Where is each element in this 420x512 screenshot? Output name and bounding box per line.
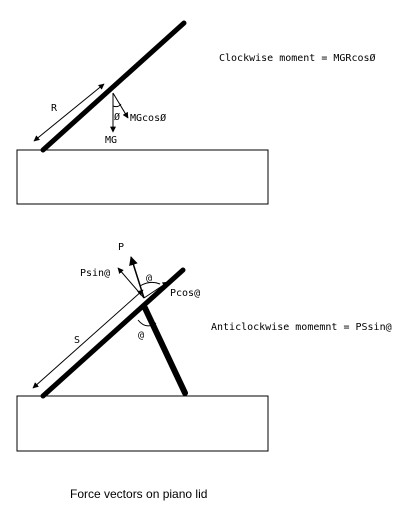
distance-label: S [74, 335, 80, 346]
psin-component-arrow [117, 267, 145, 299]
angle-arc-upper [139, 281, 161, 287]
clockwise-moment-equation: Clockwise moment = MGRcosØ [219, 52, 376, 64]
angle-arc-lower [137, 319, 157, 327]
angle-label-lower: @ [138, 330, 144, 341]
anticlockwise-moment-equation: Anticlockwise momemnt = PSsin@ [211, 322, 392, 333]
top-figure: R MG MGcosØ Ø Clockwise moment = MGRcosØ [16, 20, 376, 205]
piano-body-bottom [16, 395, 269, 452]
weight-label: MG [105, 135, 117, 146]
force-arrow [129, 256, 145, 299]
force-label: P [118, 242, 124, 253]
angle-arc-top [112, 103, 122, 108]
radius-label: R [51, 103, 58, 114]
pcos-label: Pcos@ [170, 288, 200, 299]
distance-arrow [32, 289, 144, 389]
pcos-component-arrow [143, 281, 169, 299]
angle-label-upper: @ [146, 273, 152, 284]
lid-prop-stick [142, 305, 188, 396]
perpendicular-component-arrow [112, 92, 129, 119]
piano-lid-bottom [40, 267, 186, 399]
radius-arrow [33, 83, 105, 142]
perpendicular-component-label: MGcosØ [130, 112, 166, 124]
angle-label-top: Ø [114, 111, 120, 123]
piano-body-top [16, 149, 269, 205]
bottom-figure: S P Psin@ Pcos@ @ @ Anticlockwise momemn… [16, 242, 392, 452]
figure-caption: Force vectors on piano lid [70, 487, 207, 501]
psin-label: Psin@ [80, 268, 110, 279]
